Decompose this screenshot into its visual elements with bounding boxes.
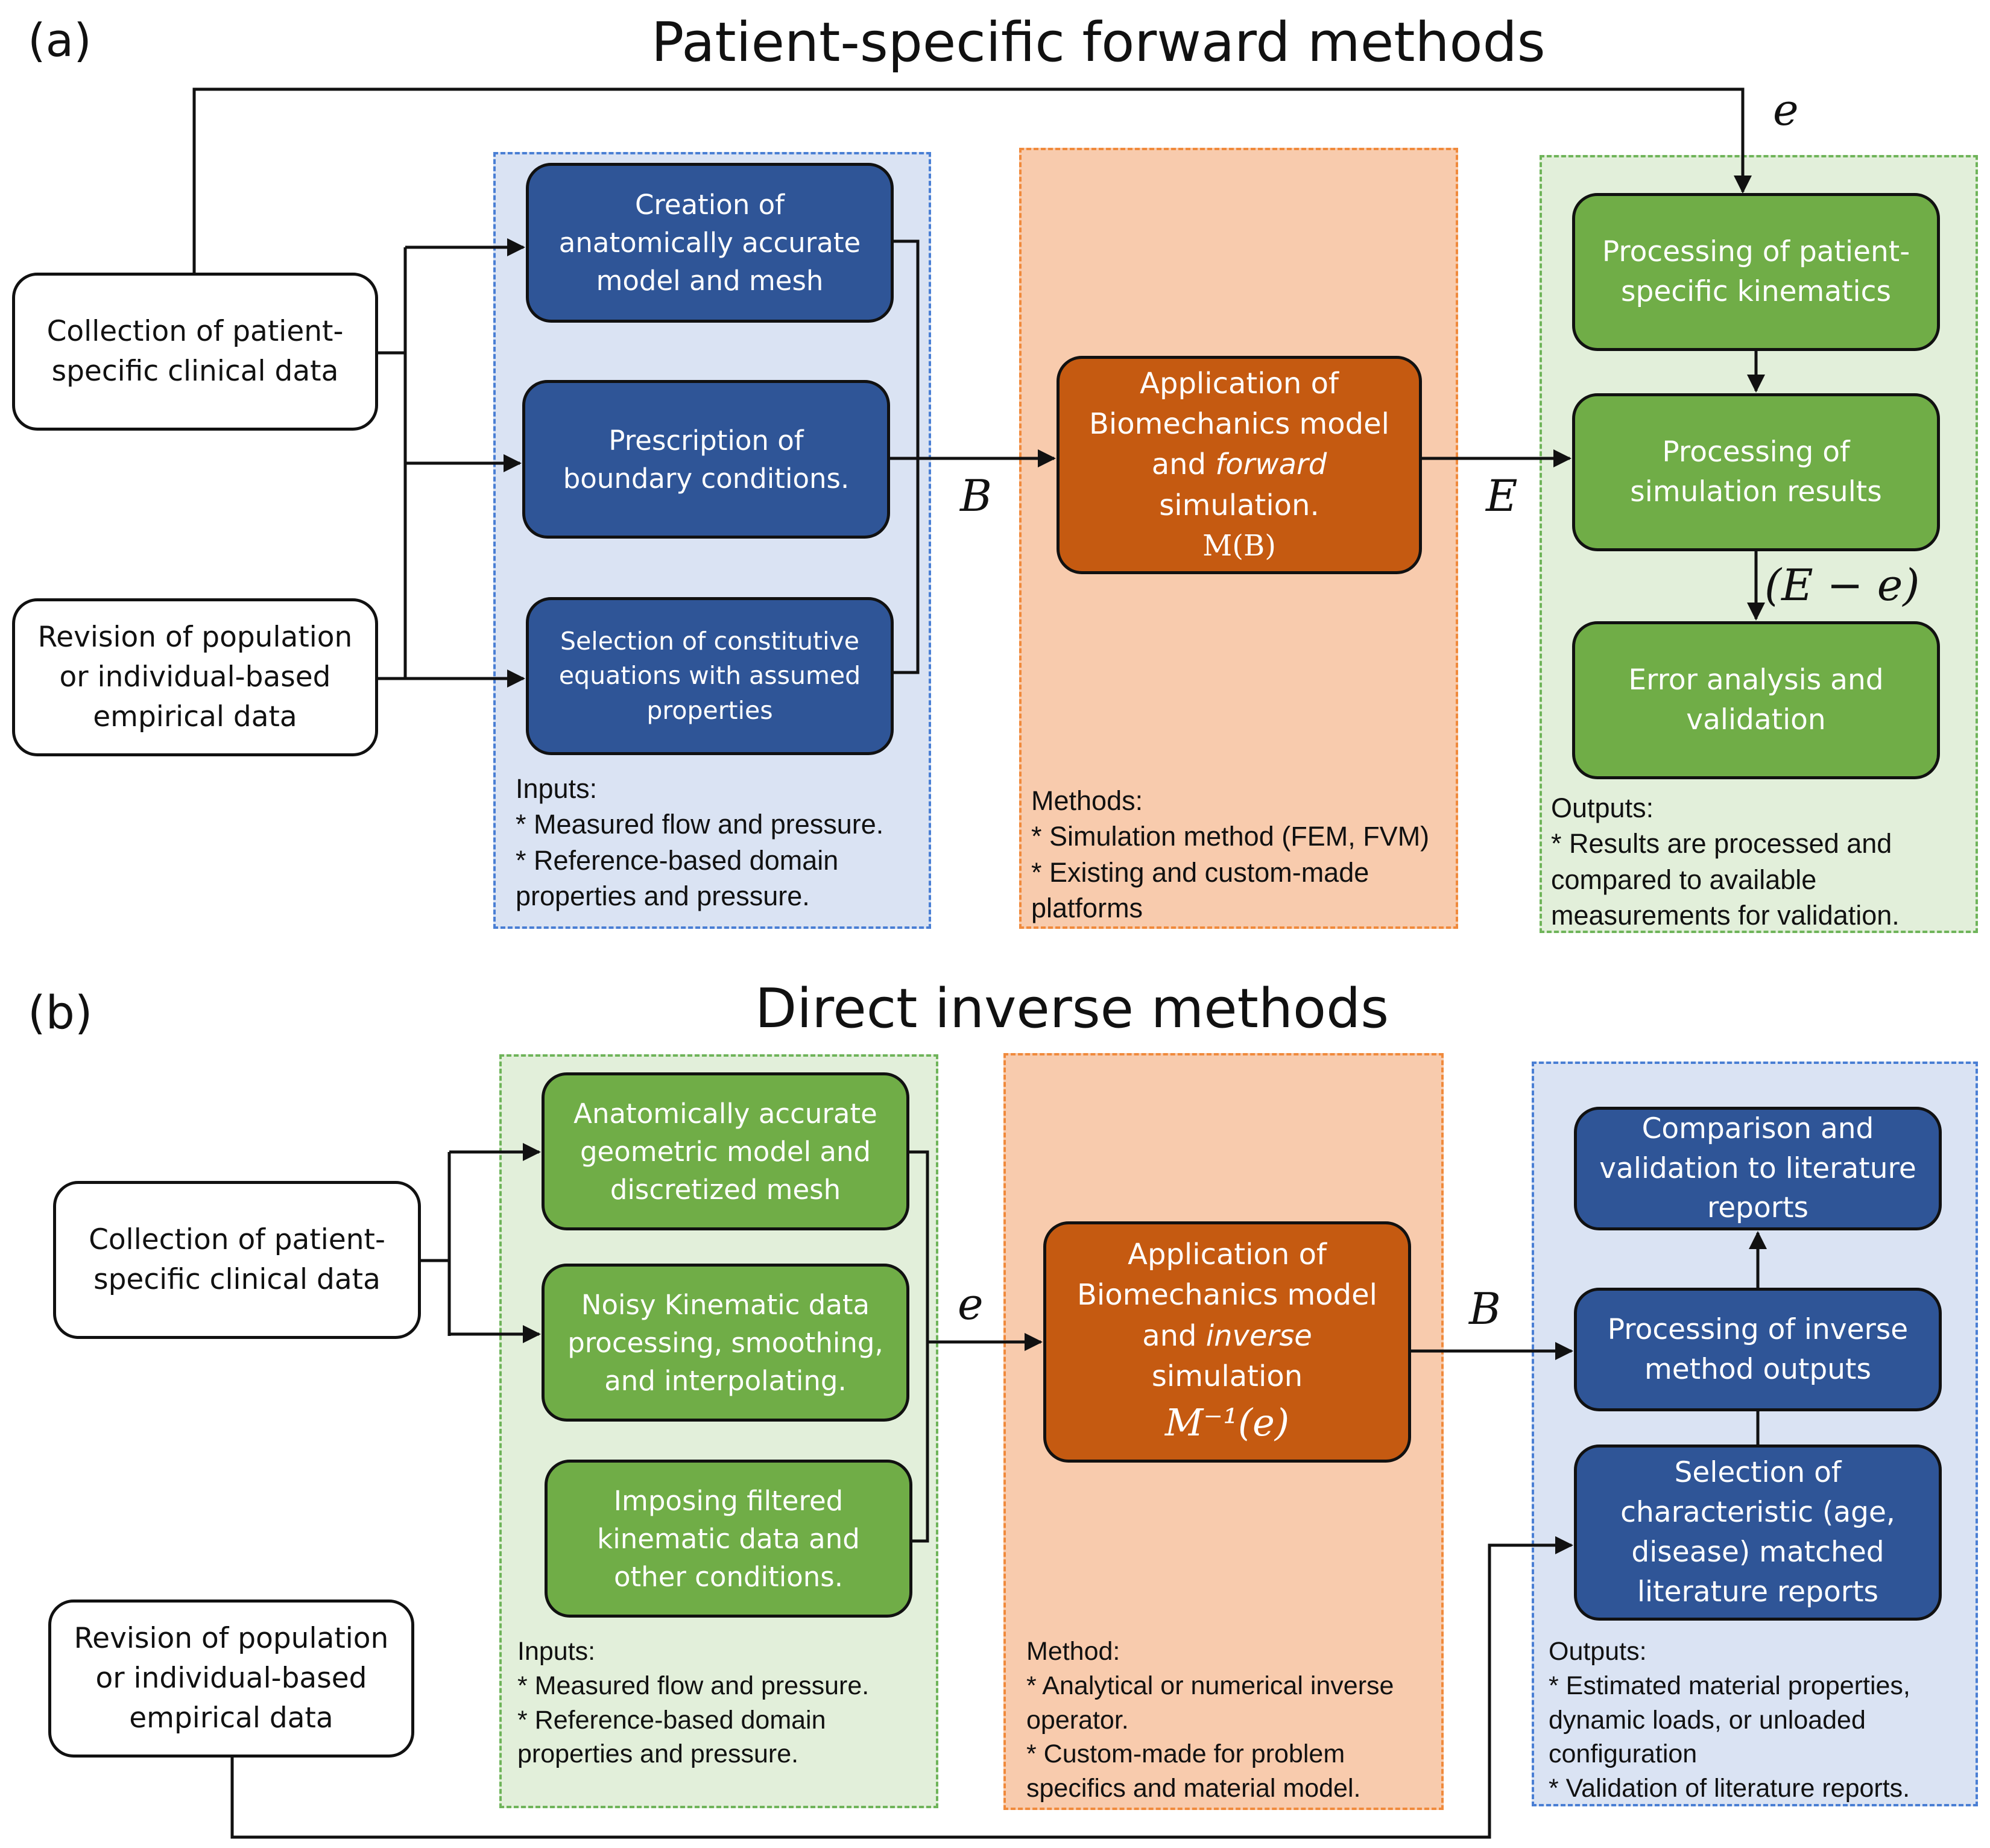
b-symbol-B: B — [1469, 1283, 1501, 1334]
a-symbol-B: B — [960, 470, 992, 521]
b-inverse-outputs-processing-box: Processing of inverse method outputs — [1574, 1288, 1942, 1411]
a-inputs-notes: Inputs: * Measured flow and pressure. * … — [516, 773, 884, 912]
a-forward-simulation-box: Application of Biomechanics model and fo… — [1057, 356, 1422, 574]
b-literature-selection-box: Selection of characteristic (age, diseas… — [1574, 1445, 1942, 1621]
panel-b-title: Direct inverse methods — [755, 977, 1389, 1040]
b-inverse-operator-formula: M⁻¹(e) — [1164, 1400, 1290, 1445]
a-collection-clinical-data-box: Collection of patient-specific clinical … — [12, 273, 378, 431]
b-inputs-merge-bus — [909, 1150, 929, 1543]
b-symbol-e: e — [958, 1279, 984, 1329]
a-symbol-e: e — [1773, 84, 1799, 135]
a-outputs-notes: Outputs: * Results are processed and com… — [1551, 793, 1900, 931]
a-constitutive-equations-box: Selection of constitutive equations with… — [526, 597, 894, 755]
a-boundary-conditions-box: Prescription of boundary conditions. — [522, 380, 890, 539]
b-inputs-notes: Inputs: * Measured flow and pressure. * … — [517, 1637, 870, 1769]
b-literature-comparison-box: Comparison and validation to literature … — [1574, 1107, 1942, 1230]
b-inverse-simulation-box: Application of Biomechanics model and in… — [1043, 1221, 1411, 1463]
a-symbol-E: E — [1486, 470, 1518, 521]
a-methods-notes: Methods: * Simulation method (FEM, FVM) … — [1031, 785, 1430, 924]
b-geometric-model-box: Anatomically accurate geometric model an… — [542, 1072, 909, 1230]
a-model-mesh-box: Creation of anatomically accurate model … — [526, 163, 894, 323]
a-simulation-results-box: Processing of simulation results — [1572, 393, 1940, 551]
panel-b-label: (b) — [28, 986, 93, 1039]
panel-a-label: (a) — [28, 13, 92, 67]
panel-a-title: Patient-specific forward methods — [651, 11, 1546, 74]
b-outputs-notes: Outputs: * Estimated material properties… — [1549, 1637, 1910, 1803]
b-method-notes: Method: * Analytical or numerical invers… — [1026, 1637, 1394, 1803]
a-revision-empirical-data-box: Revision of population or individual-bas… — [12, 598, 378, 756]
b-empirical-to-selection-arrow — [230, 1536, 1573, 1839]
a-symbol-error: (E − e) — [1764, 560, 1920, 610]
b-kinematic-processing-box: Noisy Kinematic data processing, smoothi… — [542, 1264, 909, 1422]
a-clinical-to-e-arrow — [192, 87, 1752, 273]
a-forward-operator-formula: M(B) — [1202, 528, 1276, 563]
b-filtered-kinematic-box: Imposing filtered kinematic data and oth… — [545, 1460, 912, 1618]
b-revision-empirical-data-box: Revision of population or individual-bas… — [48, 1600, 414, 1758]
a-kinematics-processing-box: Processing of patient-specific kinematic… — [1572, 193, 1940, 351]
a-error-analysis-box: Error analysis and validation — [1572, 621, 1940, 779]
b-collection-clinical-data-box: Collection of patient-specific clinical … — [53, 1181, 421, 1339]
